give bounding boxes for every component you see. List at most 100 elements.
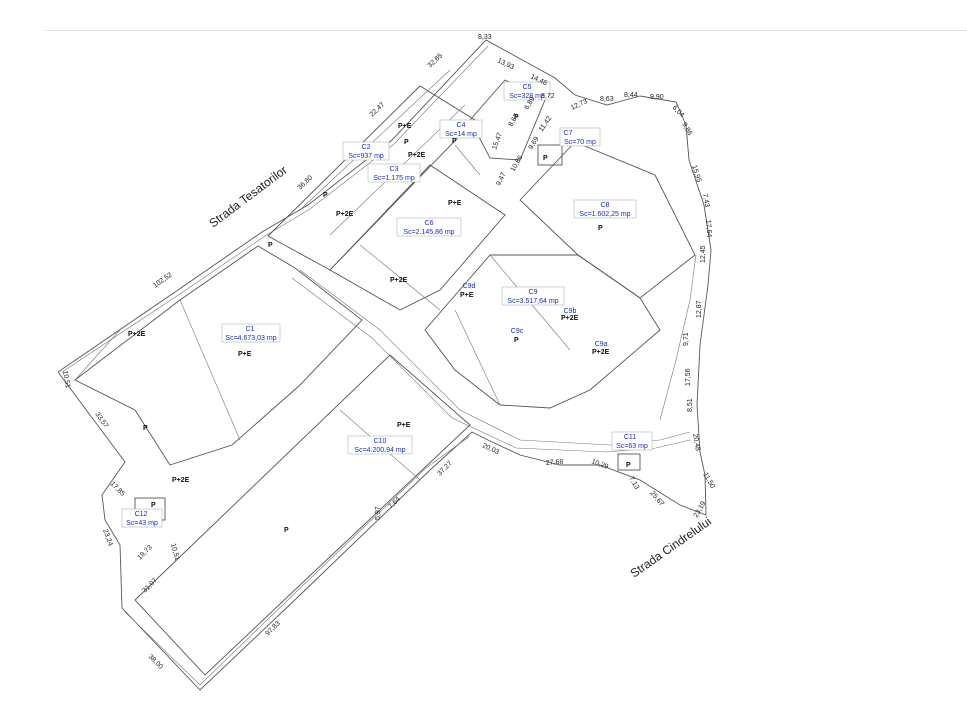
building-c3-id: C3 <box>390 166 399 173</box>
label-c6-box <box>396 217 462 237</box>
dimension-label: 38,00 <box>147 653 164 670</box>
label-c3-box <box>367 163 421 183</box>
level-c7-p: P <box>543 155 548 162</box>
dimension-label: 22,47 <box>369 101 387 118</box>
dimension-label: 17,64 <box>704 220 713 238</box>
dimension-label: 10,29 <box>590 458 609 471</box>
level-c5-p: P <box>514 114 519 121</box>
building-c12-id: C12 <box>135 511 148 518</box>
level-c2-pe: P+E <box>398 123 412 130</box>
level-c6-p2e: P+2E <box>390 277 408 284</box>
label-c4-box <box>439 119 483 139</box>
dimension-label: 10,86 <box>510 154 525 173</box>
c9-partition-2 <box>454 309 501 406</box>
sub-label-c9b: C9b <box>564 308 577 315</box>
label-c3: C3 Sc=1.175 mp <box>367 163 421 183</box>
building-c9-area: Sc=3.517,64 mp <box>507 298 558 305</box>
level-c9c-p: P <box>514 337 519 344</box>
label-c2-box <box>342 141 390 161</box>
building-c5-outline <box>469 79 546 161</box>
building-c1-outline <box>74 245 363 466</box>
level-c2-p: P <box>404 139 409 146</box>
dimension-label: 8,51 <box>687 398 694 412</box>
dimension-label: 31,07 <box>141 577 158 594</box>
dimension-labels: 8,33 13,93 32,65 14,46 22,47 8,72 6,89 8… <box>61 34 716 671</box>
internal-road-2 <box>291 277 691 453</box>
level-c9b-p2e: P+2E <box>561 315 579 322</box>
building-c9-id: C9 <box>529 289 538 296</box>
dimension-label: 11,42 <box>538 115 554 133</box>
building-labels: C1 Sc=4.673,03 mp C2 Sc=937 mp C3 Sc=1.1… <box>121 81 653 528</box>
label-c12: C12 Sc=43 mp <box>121 508 163 528</box>
label-c7: C7 Sc=70 mp <box>559 127 601 147</box>
dimension-label: 6,04 <box>671 104 686 119</box>
dimension-label: 19,73 <box>136 544 153 561</box>
dimension-label: 9,86 <box>680 122 693 137</box>
dimension-label: 9,71 <box>683 332 690 346</box>
dimension-label: 8,72 <box>541 93 555 100</box>
dimension-label: 8,44 <box>624 92 638 99</box>
label-c2: C2 Sc=937 mp <box>342 141 390 161</box>
level-c12-p2e: P+2E <box>172 477 190 484</box>
level-c12-p: P <box>151 502 156 509</box>
dimension-label: 10,51 <box>61 370 71 389</box>
dimension-label: 27,68 <box>546 458 564 467</box>
level-c1-p: P <box>143 425 148 432</box>
dimension-label: 7,13 <box>627 476 640 491</box>
label-c9-box <box>501 286 565 306</box>
building-c11-outline <box>617 453 641 471</box>
site-outline-inner <box>61 45 489 373</box>
dimension-label: 20,48 <box>691 433 701 452</box>
building-c6-id: C6 <box>425 220 434 227</box>
building-c7-id: C7 <box>564 130 573 137</box>
label-c4: C4 Sc=14 mp <box>439 119 483 139</box>
dimension-label: 102,52 <box>152 272 174 290</box>
dimension-label: 11,50 <box>701 472 716 490</box>
building-c6-area: Sc=2.145,86 mp <box>403 229 454 236</box>
dimension-label: 15,47 <box>491 132 504 151</box>
label-c6: C6 Sc=2.145,86 mp <box>396 217 462 237</box>
level-labels: P+E P P+2E P P P P+E P+2E P P P+2E P+E P… <box>128 114 631 534</box>
building-c12-area: Sc=43 mp <box>126 520 158 527</box>
building-c7-outline <box>537 144 563 166</box>
c6-partition <box>359 244 441 311</box>
dimension-label: 36,80 <box>297 174 315 191</box>
building-c8-area: Sc=1.602,25 mp <box>579 211 630 218</box>
building-c5-id: C5 <box>523 84 532 91</box>
dimension-label: 7,43 <box>701 193 710 208</box>
building-c7-area: Sc=70 mp <box>564 139 596 146</box>
level-c1-p-top: P <box>268 242 273 249</box>
building-c1-id: C1 <box>246 326 255 333</box>
label-c9: C9 Sc=3.517,64 mp <box>501 286 565 306</box>
dimension-label: 5,97 <box>375 506 382 520</box>
dimension-label: 12,87 <box>696 300 703 318</box>
c1-partition <box>179 299 241 441</box>
level-c9a-p2e: P+2E <box>592 349 610 356</box>
c4-edge <box>454 144 481 176</box>
street-cindrelului: Strada Cindrelului <box>628 514 714 580</box>
label-c10: C10 Sc=4.200,94 mp <box>347 435 413 455</box>
dimension-label: 12,73 <box>570 98 589 112</box>
level-c1-pe: P+E <box>238 351 252 358</box>
sub-label-c9d: C9d <box>463 283 476 290</box>
level-c4-p: P <box>452 138 457 145</box>
building-c8-id: C8 <box>601 202 610 209</box>
dimension-label: 13,93 <box>496 57 515 71</box>
label-c11-box <box>611 431 653 451</box>
dimension-label: 12,45 <box>700 245 707 263</box>
level-c3-p: P <box>323 192 328 199</box>
level-c1-p2e: P+2E <box>128 331 146 338</box>
building-c11-area: Sc=63 mp <box>616 443 648 450</box>
building-c2-id: C2 <box>362 144 371 151</box>
label-c12-box <box>121 508 163 528</box>
building-c11-id: C11 <box>624 434 636 441</box>
east-curve <box>659 254 697 421</box>
building-c6-outline <box>329 164 506 311</box>
building-c2-area: Sc=937 mp <box>348 153 384 160</box>
sub-label-c9c: C9c <box>511 328 524 335</box>
building-c5-area: Sc=328 mp <box>509 93 545 100</box>
top-divider <box>45 30 967 31</box>
label-c11: C11 Sc=63 mp <box>611 431 653 451</box>
level-c9d-pe: P+E <box>460 292 474 299</box>
